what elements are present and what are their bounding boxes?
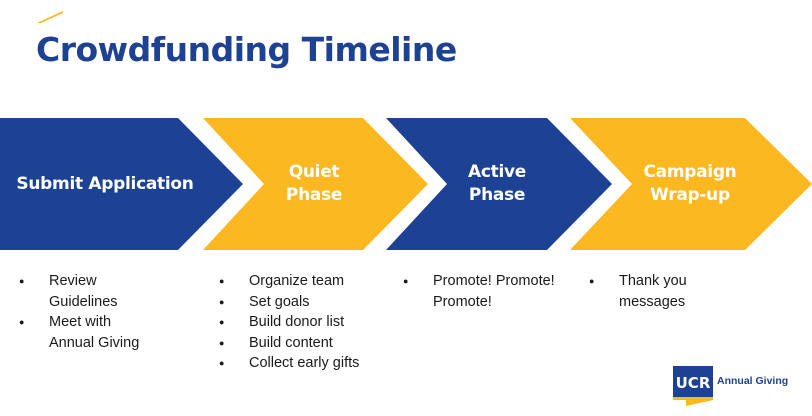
stage-1-task: Review Guidelines	[19, 271, 149, 312]
stage-2-task: Build content	[219, 333, 369, 354]
stage-4-chevron	[570, 118, 812, 250]
stage-3-label-line: Phase	[468, 185, 526, 205]
timeline-chevrons: Submit Application Quiet Phase Active Ph…	[0, 118, 812, 250]
stage-2-label-line: Quiet	[288, 162, 340, 182]
stage-3-chevron	[386, 118, 612, 250]
stage-2-task: Collect early gifts	[219, 353, 369, 374]
stage-4-label: Campaign Wrap-up	[630, 118, 750, 250]
stage-1-label-line: Submit Application	[16, 173, 194, 194]
stage-2-label: Quiet Phase	[262, 118, 366, 250]
stage-3-task: Promote! Promote! Promote!	[403, 271, 563, 312]
stage-2-task: Build donor list	[219, 312, 369, 333]
stage-2-label-line: Phase	[285, 185, 343, 205]
stage-1-task: Meet with Annual Giving	[19, 312, 149, 353]
stage-2-task-list: Organize team Set goals Build donor list…	[219, 271, 369, 374]
ucr-logo-text: UCR	[676, 374, 711, 392]
stage-2-task: Organize team	[219, 271, 369, 292]
ucr-annual-giving-logo: UCR Annual Giving	[673, 366, 798, 406]
stage-1-task-list: Review Guidelines Meet with Annual Givin…	[19, 271, 149, 353]
accent-mark	[37, 11, 63, 23]
stage-3-label-line: Active	[468, 162, 526, 182]
slide-title: Crowdfunding Timeline	[36, 30, 457, 69]
stage-1-label: Submit Application	[0, 118, 210, 250]
stage-4-label-line: Campaign	[643, 162, 737, 182]
stage-4-task-list: Thank you messages	[589, 271, 699, 312]
stage-2-chevron	[203, 118, 428, 250]
stage-4-task: Thank you messages	[589, 271, 699, 312]
stage-4-label-line: Wrap-up	[650, 185, 730, 205]
annual-giving-text: Annual Giving	[717, 375, 789, 387]
stage-1-chevron	[0, 118, 243, 250]
stage-3-task-list: Promote! Promote! Promote!	[403, 271, 563, 312]
stage-2-task: Set goals	[219, 292, 369, 313]
ucr-logo-badge: UCR	[673, 366, 713, 406]
stage-3-label: Active Phase	[445, 118, 549, 250]
